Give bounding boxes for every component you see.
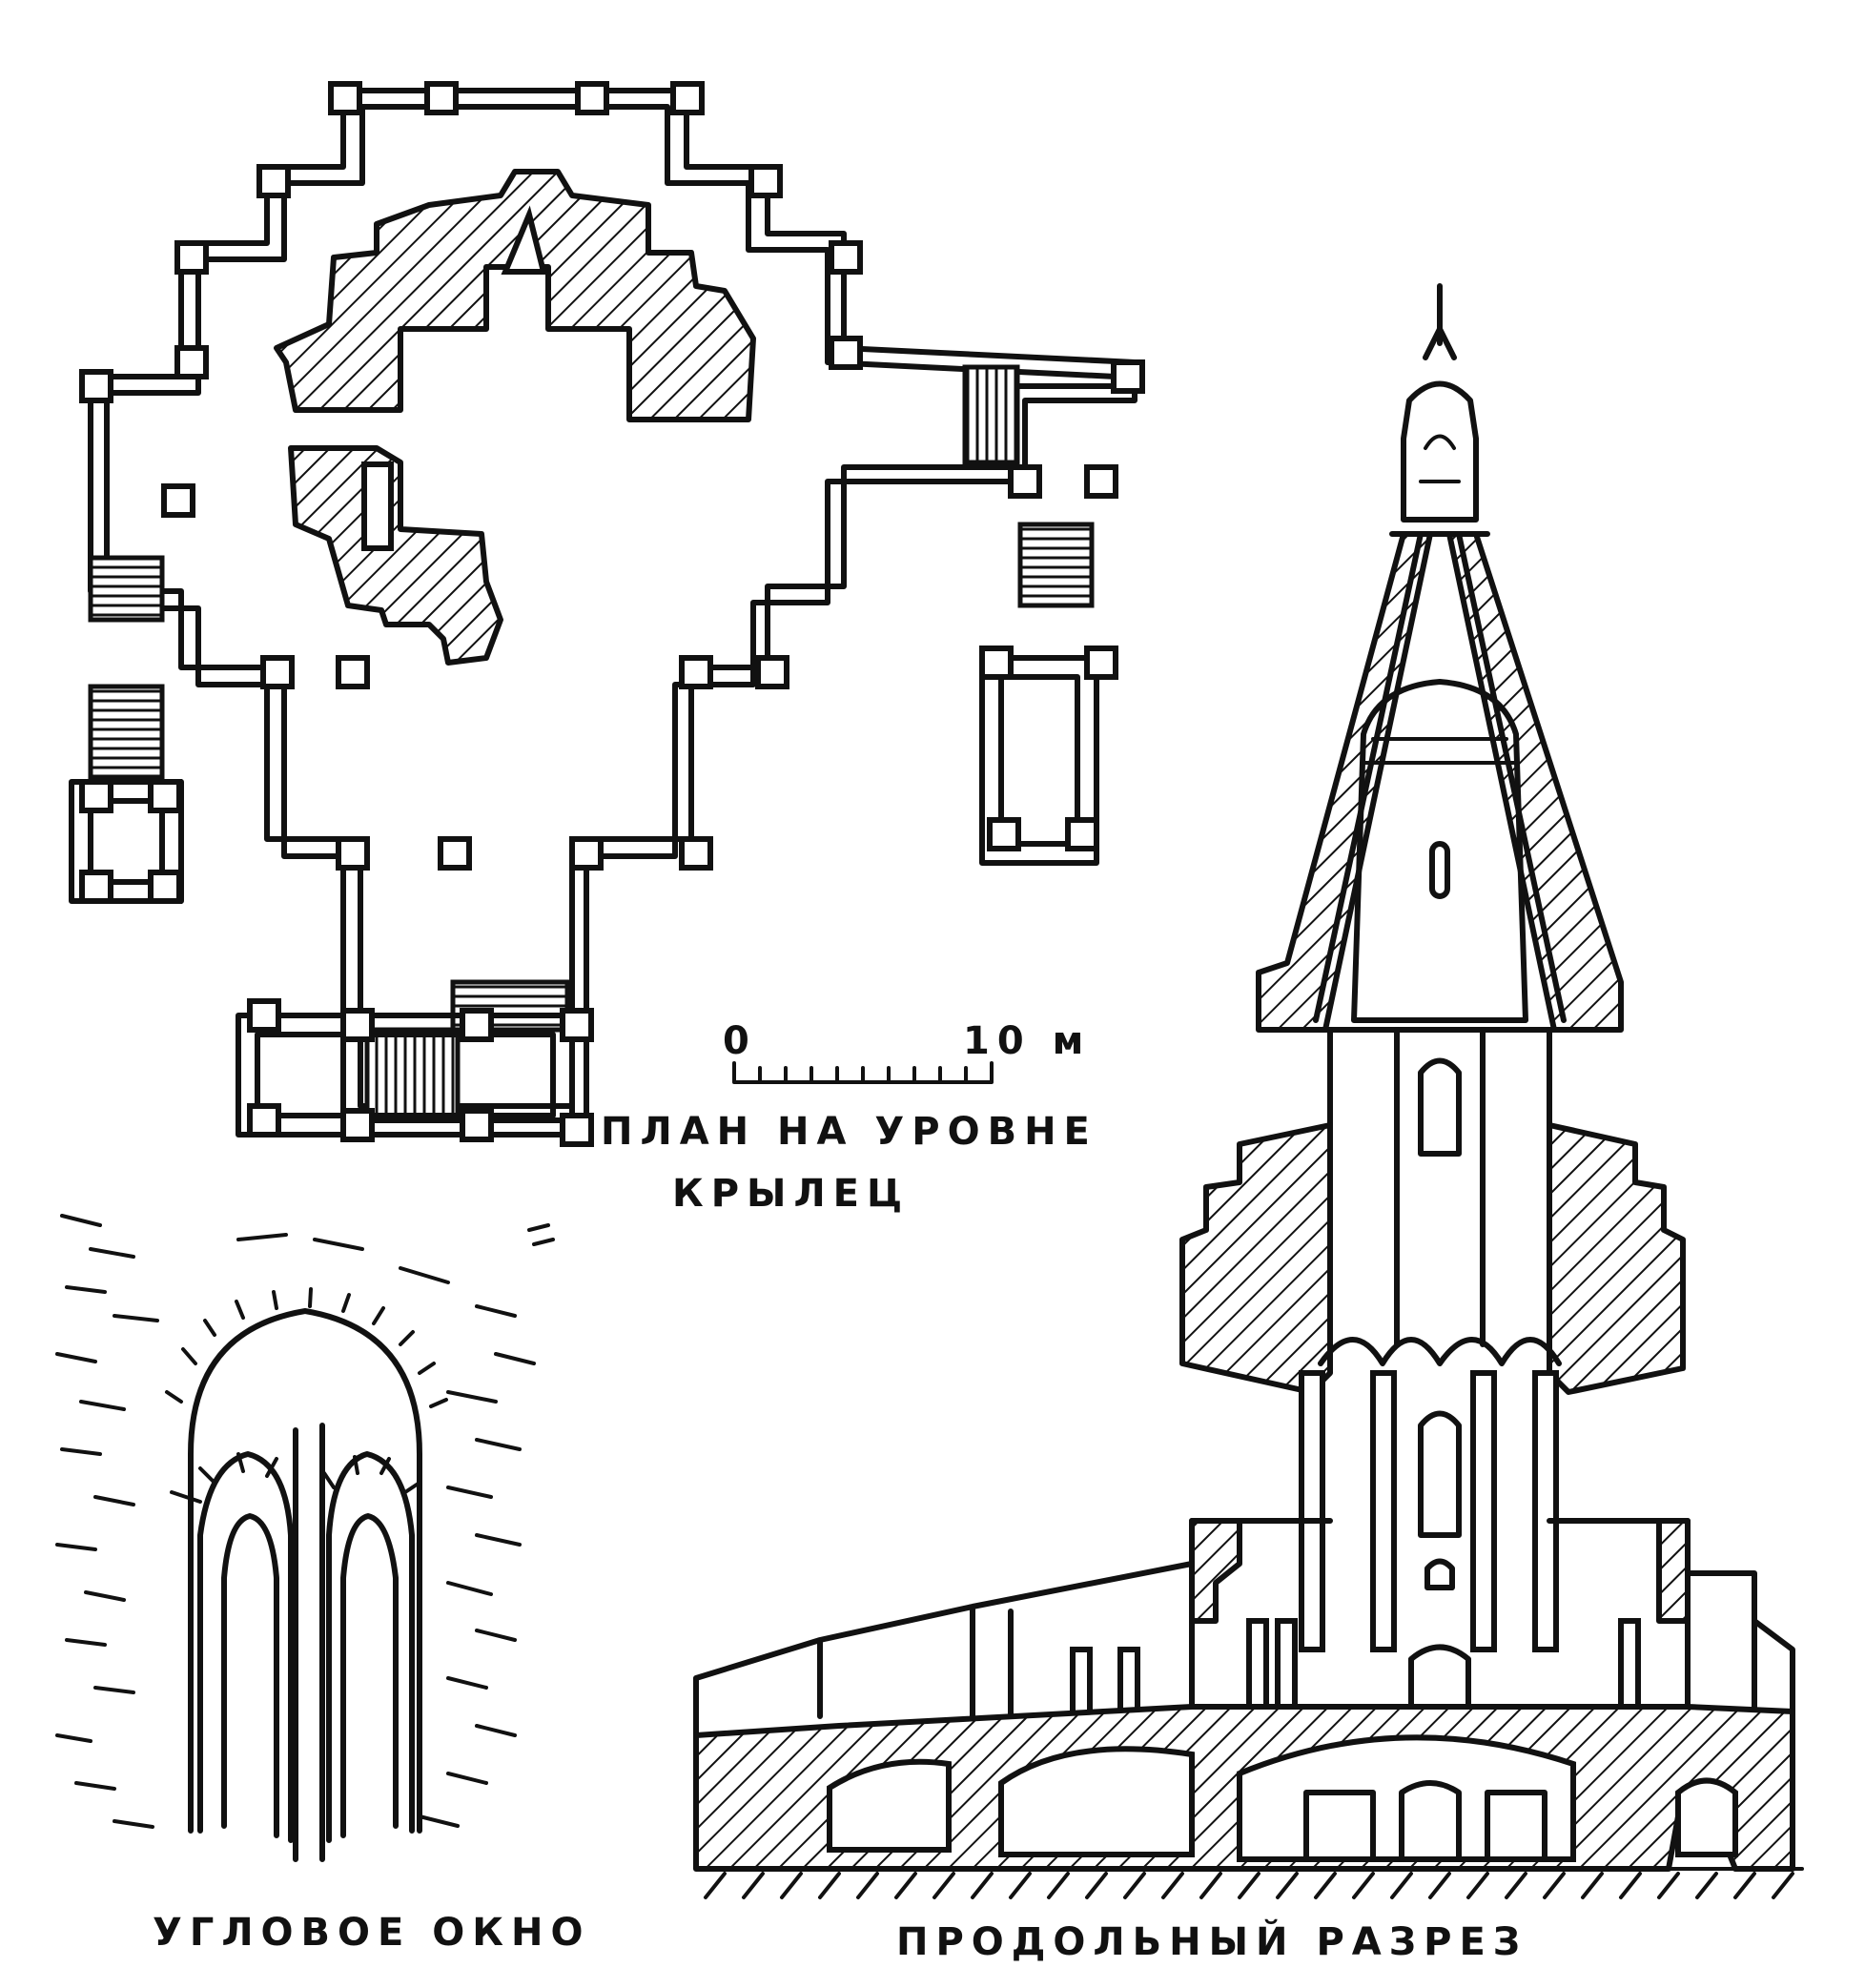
basement-arch-4 — [1675, 1777, 1738, 1857]
basement-arch-3 — [1237, 1734, 1576, 1862]
kokoshnik-left — [1179, 1122, 1333, 1395]
stair-west-lower — [88, 684, 165, 780]
drum-window — [1418, 1057, 1462, 1157]
dome-window — [1429, 841, 1450, 899]
tent-cornice — [1318, 531, 1567, 1033]
section-caption: ПРОДОЛЬНЫЙ РАЗРЕЗ — [896, 1918, 1527, 1964]
corner-window-caption: УГЛОВОЕ ОКНО — [153, 1911, 590, 1955]
corner-window-voussoirs — [165, 1287, 448, 1408]
pier-southwest — [288, 445, 503, 666]
tent-wall-left — [1256, 531, 1433, 1033]
basement-arch-1 — [827, 1758, 952, 1853]
drum-walls — [1327, 1027, 1552, 1347]
corner-window-outer-arch — [188, 1308, 422, 1834]
gallery-left — [693, 1561, 1195, 1738]
pier-north-notch — [501, 205, 547, 275]
church-plan — [72, 81, 1145, 1147]
longitudinal-section — [693, 283, 1804, 1899]
arcade — [1318, 1337, 1562, 1366]
masonry-strokes — [55, 1214, 555, 1829]
stair-well — [361, 461, 394, 551]
pilasters — [1299, 1370, 1559, 1652]
plan-title-line1: ПЛАН НА УРОВНЕ — [601, 1110, 1097, 1154]
nave-door — [1408, 1644, 1471, 1714]
ground-line — [694, 1867, 1804, 1899]
corner-window-right-arch — [326, 1451, 415, 1843]
gallery-right — [1685, 1570, 1795, 1719]
spire-finial — [1423, 283, 1457, 360]
lantern — [1401, 380, 1479, 523]
nave-small-window — [1424, 1558, 1455, 1590]
wall-left-mid — [1189, 1518, 1242, 1624]
nave-window — [1418, 1410, 1462, 1538]
tent-inner-left — [1313, 531, 1424, 1023]
inner-dome — [1351, 679, 1528, 1023]
corner-window-left-arch — [197, 1451, 294, 1843]
plan-columns — [79, 81, 1145, 1147]
tent-inner-right — [1456, 531, 1567, 1023]
basement-arch-2 — [998, 1746, 1195, 1857]
stair-east — [1017, 522, 1095, 608]
kokoshnik-right — [1547, 1122, 1686, 1395]
stair-east-upper — [962, 364, 1020, 465]
scale-bar: 0 10 м — [723, 1019, 1091, 1084]
stair-south-lower — [364, 1027, 461, 1118]
scale-end-label: 10 м — [963, 1019, 1091, 1063]
corner-window-edge — [293, 1423, 325, 1862]
plan-gallery-inner — [104, 104, 1118, 1109]
pier-north — [274, 169, 756, 422]
wall-right-mid — [1656, 1518, 1691, 1624]
plan-title-line2: КРЫЛЕЦ — [672, 1172, 910, 1216]
stair-west — [88, 555, 165, 623]
corner-window-drawing — [55, 1214, 555, 1862]
scale-start-label: 0 — [723, 1019, 757, 1063]
